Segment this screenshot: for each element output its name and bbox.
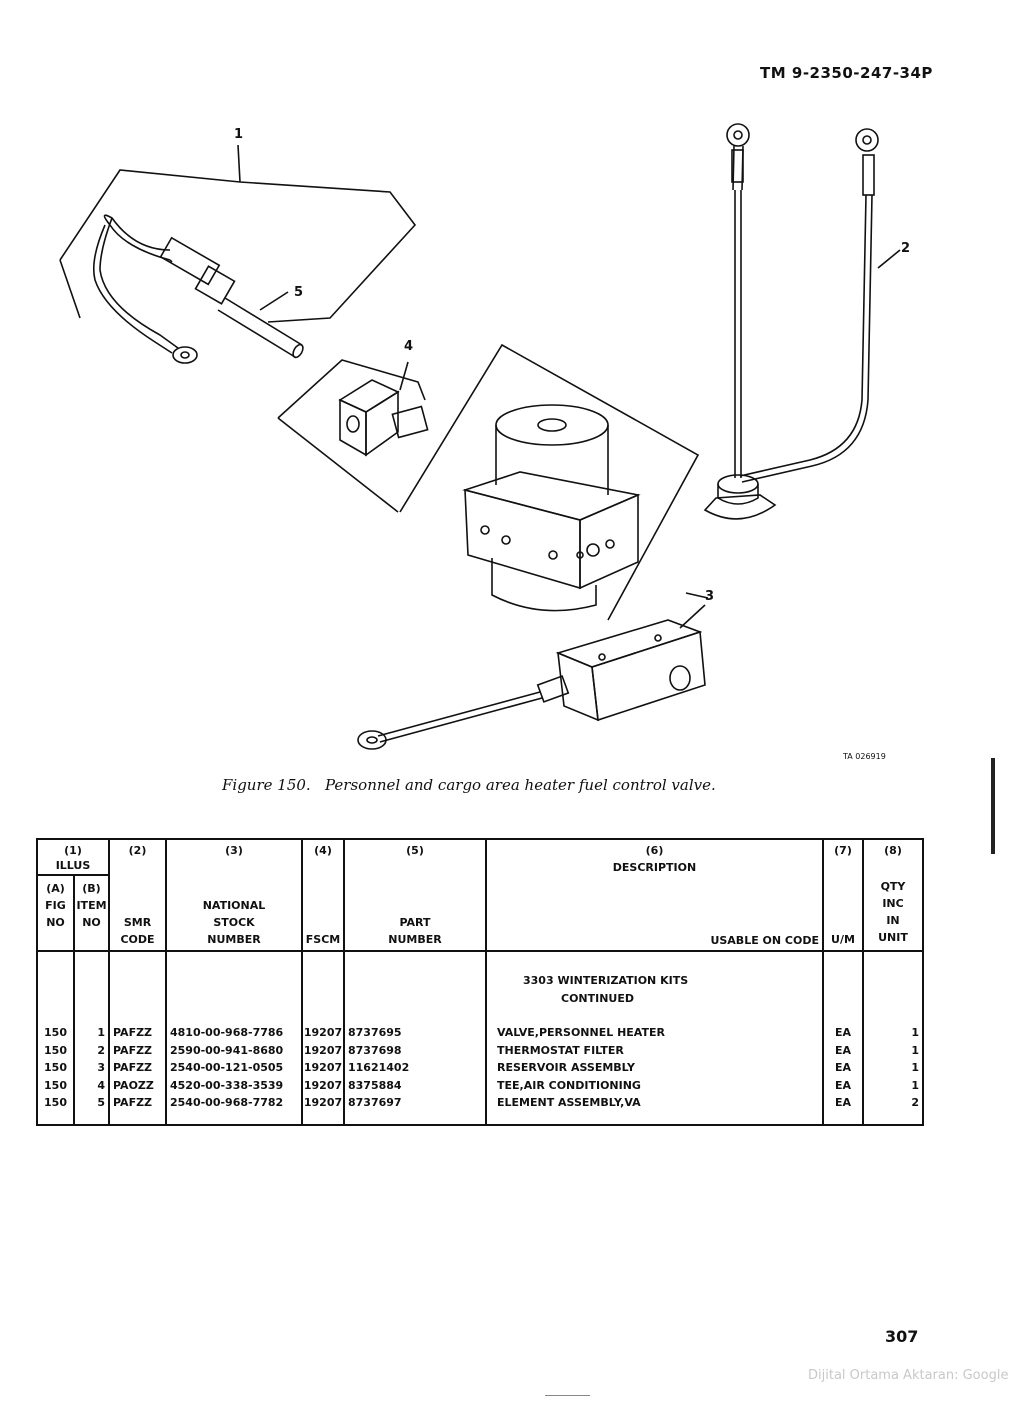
ta-number: TA 026919 bbox=[843, 752, 886, 761]
table-cell: TEE,AIR CONDITIONING bbox=[497, 1078, 641, 1092]
header-illus: (1) ILLUS (A) FIG NO (B) ITEM NO bbox=[36, 838, 110, 952]
table-cell: PAFZZ bbox=[113, 1096, 153, 1109]
table-cell: VALVE,PERSONNEL HEATER bbox=[497, 1026, 665, 1039]
header-fig-no: (A) FIG NO bbox=[45, 882, 66, 929]
table-cell: 8737697 bbox=[348, 1096, 402, 1109]
thermostat-filter-part bbox=[703, 123, 901, 520]
col-smr-code: PAFZZ PAFZZ PAFZZ PAOZZ PAFZZ bbox=[108, 951, 167, 1126]
col-description: 3303 WINTERIZATION KITS CONTINUED VALVE,… bbox=[485, 951, 824, 1126]
col-um: EA EA EA EA EA bbox=[822, 951, 864, 1126]
table-cell: 19207 bbox=[303, 1043, 343, 1057]
table-cell: 19207 bbox=[303, 1026, 343, 1039]
tee-part bbox=[338, 361, 429, 457]
callout-2: 2 bbox=[901, 241, 910, 256]
table-cell: 150 bbox=[44, 1043, 67, 1057]
table-cell: 4520-00-338-3539 bbox=[170, 1078, 284, 1092]
col-fig-no: 150 150 150 150 150 bbox=[38, 1024, 73, 1112]
col-illus: 150 150 150 150 150 1 2 3 4 5 bbox=[36, 951, 110, 1126]
table-cell: 1 bbox=[911, 1043, 919, 1057]
table-cell: 2540-00-121-0505 bbox=[170, 1061, 284, 1074]
tm-number: TM 9-2350-247-34P bbox=[760, 64, 933, 82]
table-cell: 8737698 bbox=[348, 1043, 402, 1057]
header-fscm: (4) FSCM bbox=[301, 838, 345, 952]
figure-label: Figure 150. bbox=[222, 776, 311, 794]
table-cell: 1 bbox=[911, 1078, 919, 1092]
table-cell: 2 bbox=[97, 1043, 105, 1057]
section-heading: 3303 WINTERIZATION KITS CONTINUED bbox=[523, 974, 689, 1005]
table-cell: PAFZZ bbox=[113, 1026, 153, 1039]
table-cell: 4 bbox=[97, 1078, 105, 1092]
table-cell: EA bbox=[834, 1043, 852, 1057]
table-cell: PAFZZ bbox=[113, 1043, 153, 1057]
table-cell: 2590-00-941-8680 bbox=[170, 1043, 284, 1057]
table-cell: 150 bbox=[44, 1078, 67, 1092]
digitization-watermark: Dijital Ortama Aktaran: Google bbox=[808, 1368, 1009, 1383]
page-number: 307 bbox=[885, 1327, 919, 1346]
table-cell: 5 bbox=[97, 1096, 105, 1109]
col-fscm: 19207 19207 19207 19207 19207 bbox=[301, 951, 345, 1126]
table-cell: RESERVOIR ASSEMBLY bbox=[497, 1061, 635, 1074]
table-cell: 150 bbox=[44, 1026, 67, 1039]
scan-bottom-line bbox=[545, 1395, 590, 1396]
table-cell: 4810-00-968-7786 bbox=[170, 1026, 284, 1039]
callout-5: 5 bbox=[294, 285, 303, 300]
col-national-stock-number: 4810-00-968-7786 2590-00-941-8680 2540-0… bbox=[165, 951, 303, 1126]
header-um: (7) U/M bbox=[822, 838, 864, 952]
exploded-view-illustration: 1 2 3 4 5 bbox=[59, 123, 910, 750]
table-cell: 11621402 bbox=[348, 1061, 410, 1074]
personnel-heater-valve-part bbox=[357, 604, 706, 750]
table-cell: 19207 bbox=[303, 1096, 343, 1109]
table-cell: THERMOSTAT FILTER bbox=[497, 1043, 624, 1057]
figure-title: Personnel and cargo area heater fuel con… bbox=[325, 776, 716, 794]
header-item-no: (B) ITEM NO bbox=[76, 882, 107, 929]
table-cell: PAOZZ bbox=[113, 1078, 154, 1092]
header-part-number: (5) PART NUMBER bbox=[343, 838, 487, 952]
table-header-row: (1) ILLUS (A) FIG NO (B) ITEM NO (2) SMR… bbox=[36, 838, 924, 952]
parts-list-table: (1) ILLUS (A) FIG NO (B) ITEM NO (2) SMR… bbox=[36, 838, 924, 1126]
table-cell: 3 bbox=[97, 1061, 105, 1074]
col-item-no: 1 2 3 4 5 bbox=[75, 1024, 108, 1112]
element-assembly-part bbox=[92, 214, 304, 364]
callout-3: 3 bbox=[705, 589, 714, 604]
table-cell: 150 bbox=[44, 1096, 67, 1109]
callout-4: 4 bbox=[404, 339, 413, 354]
item-group-outline bbox=[59, 169, 417, 323]
table-body-row: 150 150 150 150 150 1 2 3 4 5 PAFZZ PAFZ… bbox=[36, 951, 924, 1126]
header-description: (6) DESCRIPTION USABLE ON CODE bbox=[485, 838, 824, 952]
table-cell: 1 bbox=[911, 1061, 919, 1074]
callout-1: 1 bbox=[234, 127, 243, 142]
header-smr-code: (2) SMR CODE bbox=[108, 838, 167, 952]
table-cell: 19207 bbox=[303, 1078, 343, 1092]
table-cell: 2540-00-968-7782 bbox=[170, 1096, 284, 1109]
scan-edge-mark bbox=[991, 758, 995, 854]
table-cell: 150 bbox=[44, 1061, 67, 1074]
table-cell: 8737695 bbox=[348, 1026, 402, 1039]
table-cell: 2 bbox=[911, 1096, 919, 1109]
table-cell: EA bbox=[834, 1026, 852, 1039]
figure-caption: Figure 150. Personnel and cargo area hea… bbox=[222, 776, 716, 794]
table-cell: 1 bbox=[911, 1026, 919, 1039]
table-cell: PAFZZ bbox=[113, 1061, 153, 1074]
table-cell: 19207 bbox=[303, 1061, 343, 1074]
table-cell: 8375884 bbox=[348, 1078, 402, 1092]
col-qty: 1 1 1 1 2 bbox=[862, 951, 924, 1126]
table-cell: EA bbox=[834, 1061, 852, 1074]
table-cell: EA bbox=[834, 1096, 852, 1109]
reservoir-assembly-part bbox=[399, 343, 709, 621]
table-cell: ELEMENT ASSEMBLY,VA bbox=[497, 1096, 641, 1109]
col-part-number: 8737695 8737698 11621402 8375884 8737697 bbox=[343, 951, 487, 1126]
header-national-stock-number: (3) NATIONAL STOCK NUMBER bbox=[165, 838, 303, 952]
table-cell: 1 bbox=[97, 1026, 105, 1039]
table-cell: EA bbox=[834, 1078, 852, 1092]
header-qty-inc-in-unit: (8) QTY INC IN UNIT bbox=[862, 838, 924, 952]
